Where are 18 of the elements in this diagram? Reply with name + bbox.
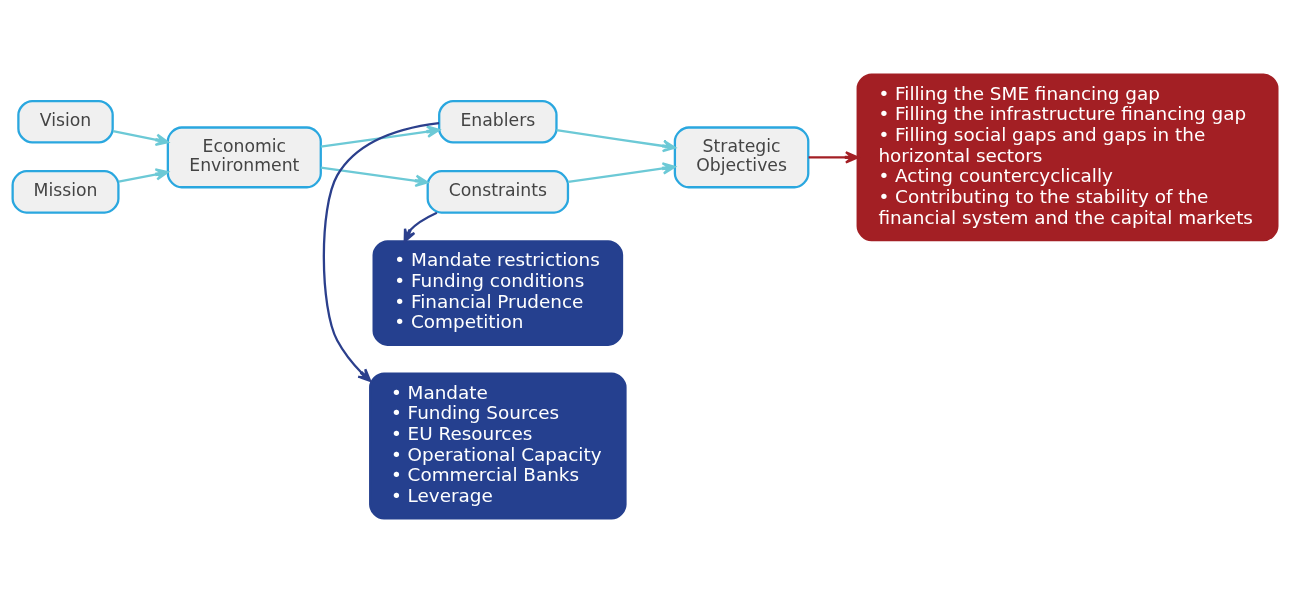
node-box: Vision	[17, 99, 114, 144]
node-box: • Filling the SME financing gap • Filling the infrastructure financing gap • Filling social gaps and gaps in the horizontal sectors • Acting countercyclically • Contributing to the stability of the financial system and the capital markets	[856, 72, 1279, 241]
arrow	[556, 128, 676, 152]
arrow	[320, 124, 441, 148]
node-box: Constraints	[426, 169, 570, 214]
arrow	[118, 167, 169, 183]
node-box: Enablers	[438, 99, 558, 144]
arrow	[320, 166, 429, 187]
arrow	[112, 129, 169, 146]
arrow	[808, 150, 859, 164]
node-box: • Mandate • Funding Sources • EU Resources • Operational Capacity • Commercial Banks • Leverage	[369, 371, 627, 520]
arrow	[322, 121, 440, 382]
node-box: Mission	[11, 169, 120, 214]
node-box: Strategic Objectives	[673, 125, 810, 188]
node-box: • Mandate restrictions • Funding conditions • Financial Prudence • Competition	[372, 239, 624, 346]
node-box: Economic Environment	[166, 125, 322, 188]
arrow	[568, 161, 676, 183]
arrow	[403, 211, 438, 242]
